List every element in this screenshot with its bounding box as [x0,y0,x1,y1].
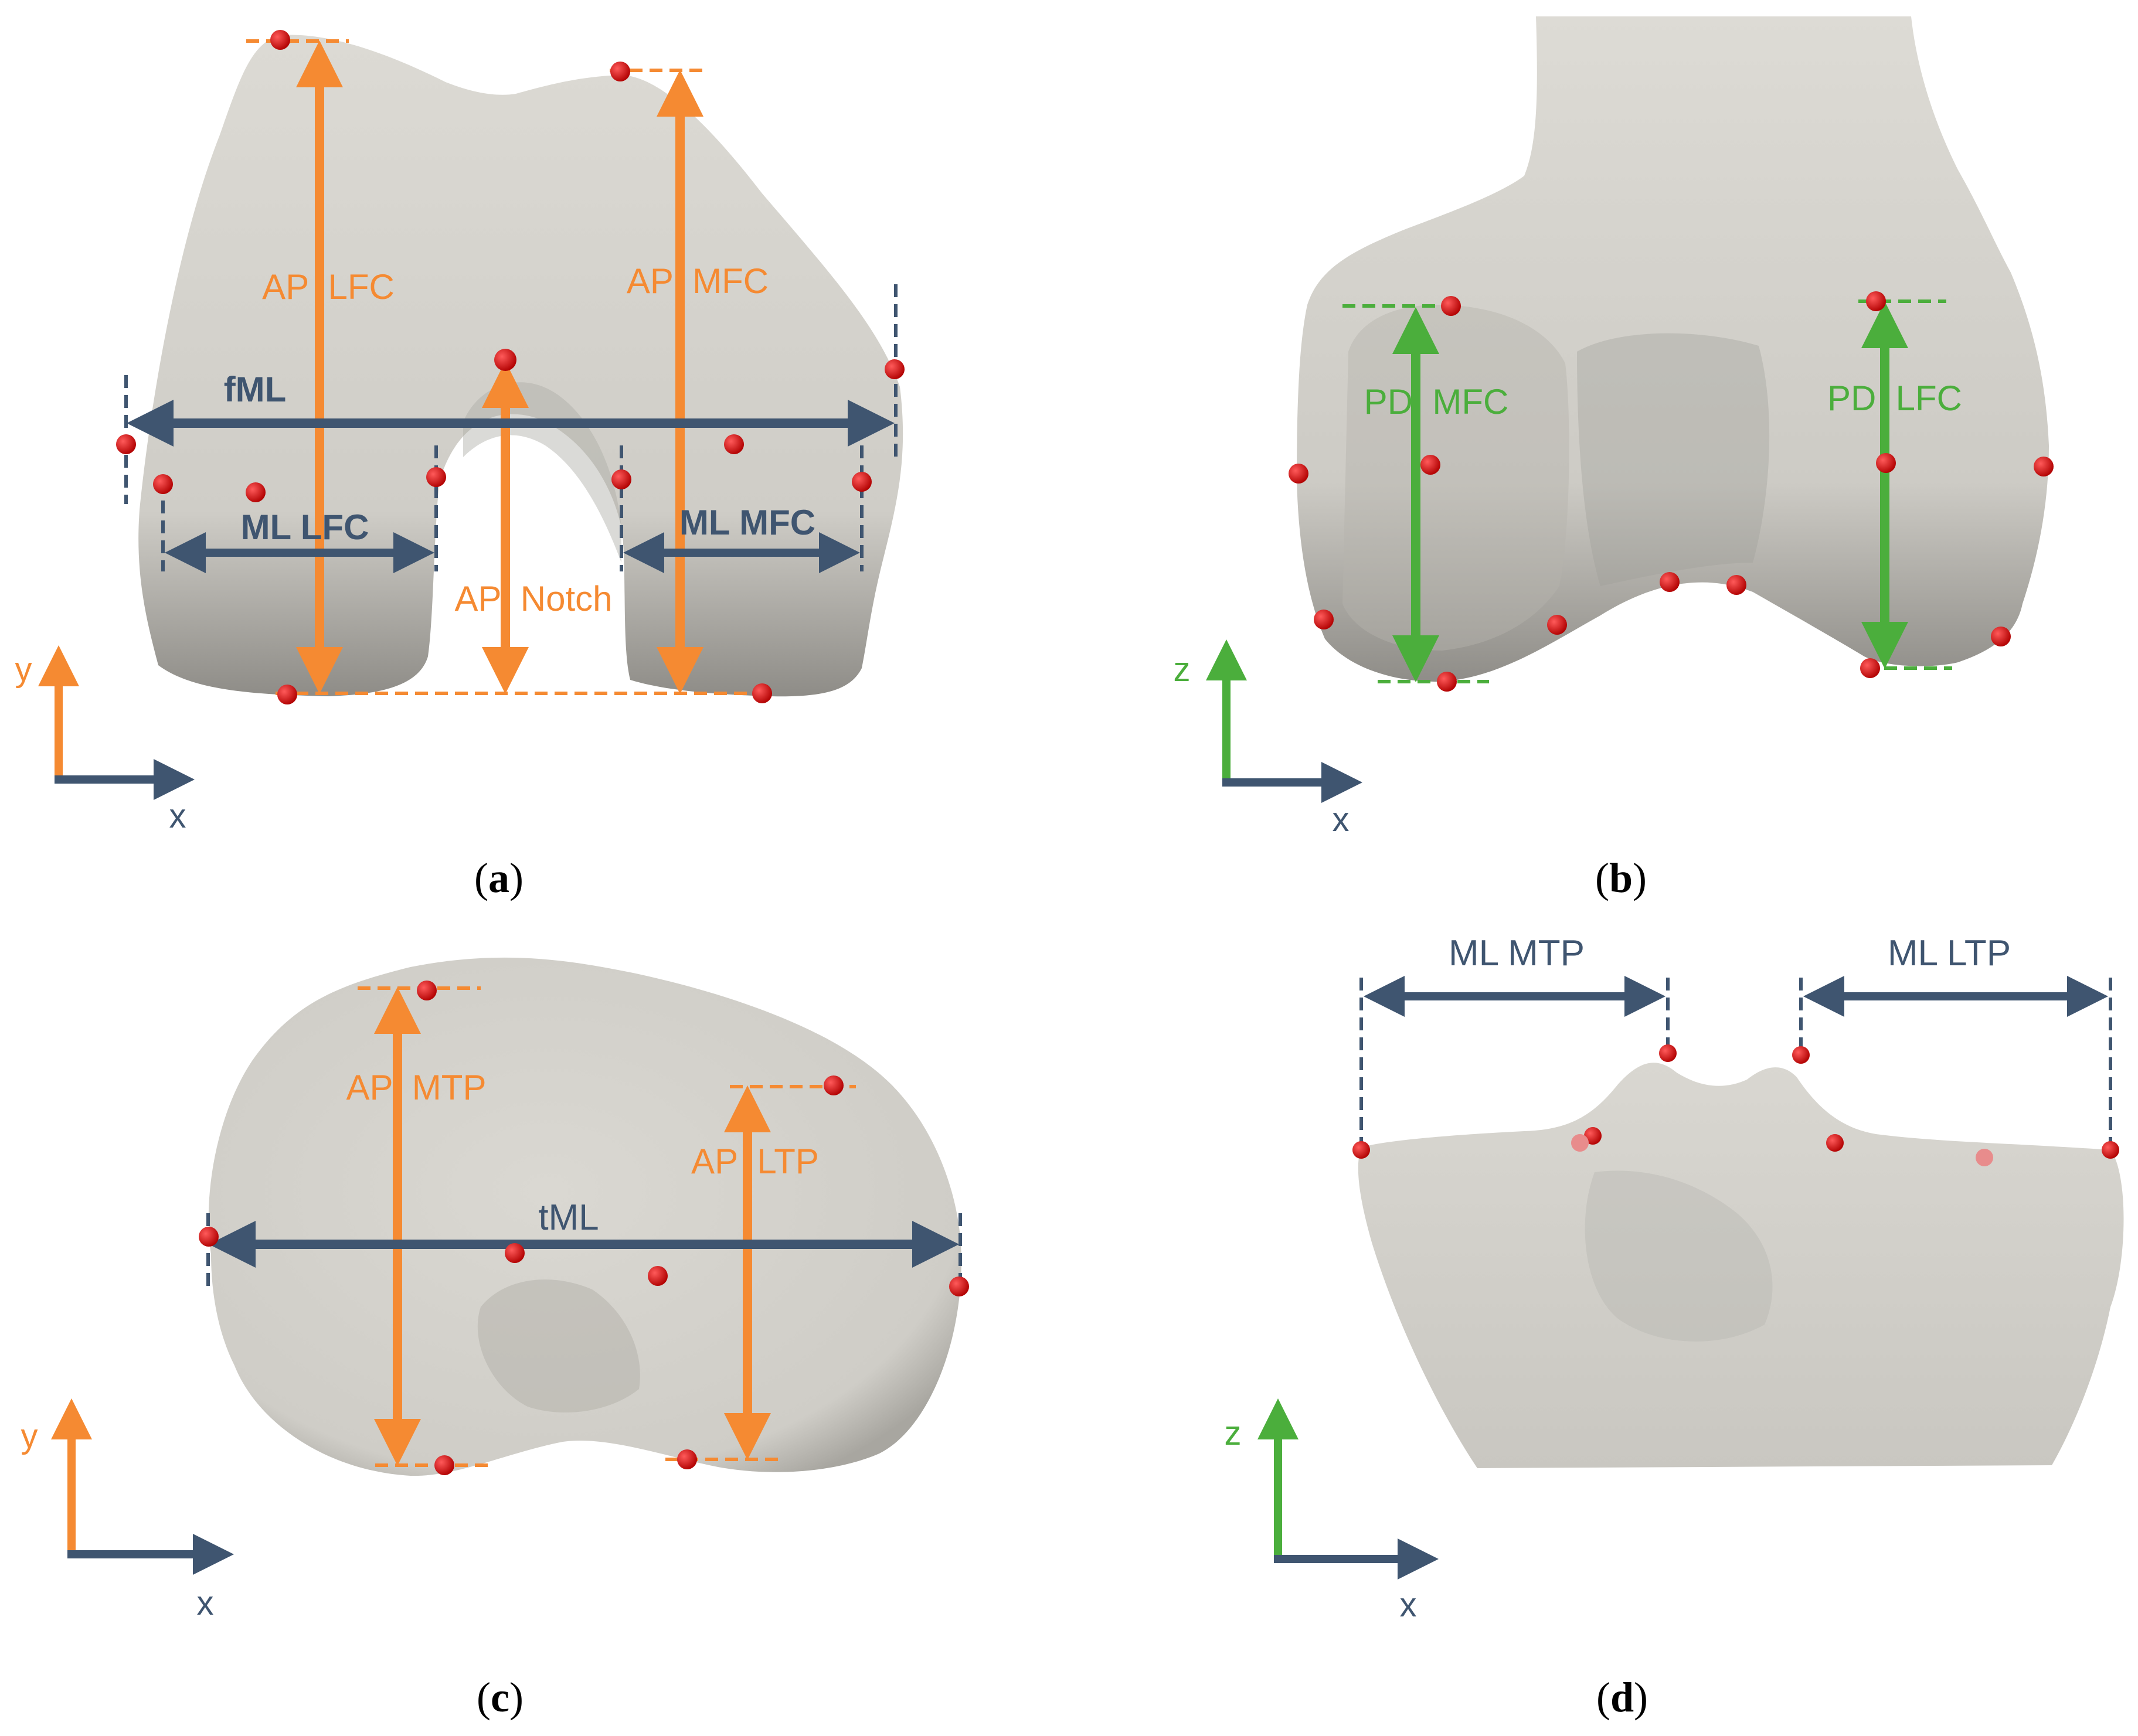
landmark-point-faded [1976,1149,1993,1166]
ap-ltp-label: AP LTP [691,1142,819,1181]
landmark-point [724,434,744,454]
caption-open: ( [1595,855,1609,901]
landmark-point [426,467,446,487]
caption-close: ) [509,855,524,901]
landmark-point [2102,1141,2119,1159]
landmark-point [949,1277,969,1296]
landmark-point [434,1455,454,1475]
landmark-point [852,472,872,492]
x-axis-label: x [169,797,186,835]
landmark-points [1352,1044,2119,1159]
landmark-point [648,1266,668,1286]
landmark-point [1726,575,1746,595]
landmark-point [824,1075,844,1095]
caption-open: ( [474,855,488,901]
landmark-points [199,981,969,1475]
pd-mfc-label: PD MFC [1364,382,1509,421]
landmark-point [611,469,631,489]
landmark-point [1437,672,1457,692]
posterior-condyle-left-shade [1342,305,1569,651]
ml-lfc-label: ML LFC [241,508,369,547]
panel-d: ML MTP ML LTP z x (d) [1225,933,2124,1721]
landmark-point [417,981,437,1000]
ap-mfc-label: AP MFC [627,261,769,301]
landmark-point [1289,464,1308,484]
landmark-point [677,1449,697,1469]
landmark-point [505,1243,525,1263]
caption-c: (c) [477,1674,524,1721]
landmark-point [752,683,772,703]
landmark-point [277,685,297,704]
landmark-point [199,1227,219,1247]
landmark-point [1584,1127,1602,1145]
caption-a: (a) [474,855,524,901]
y-axis-label: y [21,1417,38,1455]
caption-open: ( [1596,1674,1610,1721]
ml-mtp-label: ML MTP [1449,933,1585,973]
tibia-coronal-shade [1585,1170,1773,1342]
panel-c: AP MTP AP LTP tML y x (c) [21,957,969,1721]
caption-letter: d [1610,1674,1634,1721]
z-axis-label: z [1174,651,1191,689]
x-axis-label: x [1400,1586,1417,1624]
x-axis-label: x [1333,801,1350,839]
fml-label: fML [224,370,287,409]
intercondylar-fossa-shade [1577,333,1770,586]
pd-lfc-label: PD LFC [1827,379,1962,418]
ap-notch-label: AP Notch [454,579,612,618]
landmark-point [494,349,516,371]
caption-close: ) [1633,855,1647,901]
caption-close: ) [1634,1674,1648,1721]
landmark-point-faded [1571,1134,1589,1152]
landmark-point [1826,1134,1844,1152]
caption-b: (b) [1595,855,1647,901]
tibia-coronal-bone [1358,1063,2124,1468]
caption-close: ) [509,1674,524,1721]
landmark-point [1660,572,1680,592]
landmark-point [1860,658,1880,678]
panel-a: AP LFC AP MFC AP Notch fML ML LFC ML MFC… [15,30,905,901]
caption-letter: b [1609,855,1633,901]
landmark-point [246,482,266,502]
tml-label: tML [538,1197,599,1238]
landmark-point [116,434,136,454]
femur-posterior-bone [1297,16,2049,682]
landmark-point [1792,1046,1810,1064]
z-axis-label: z [1225,1414,1242,1452]
landmark-point [885,359,905,379]
landmark-point [1991,627,2011,646]
x-axis-label: x [197,1584,214,1622]
ml-ltp-label: ML LTP [1888,933,2011,973]
landmark-point [1314,610,1334,629]
y-axis-label: y [15,651,32,689]
ap-lfc-label: AP LFC [262,267,395,307]
landmark-points [116,30,905,704]
caption-letter: c [491,1674,509,1721]
landmark-point [1876,453,1896,473]
caption-open: ( [477,1674,491,1721]
caption-letter: a [488,855,509,901]
panel-b: PD MFC PD LFC z x (b) [1174,16,2054,901]
landmark-point [1352,1141,1370,1159]
landmark-points [1289,291,2054,692]
landmark-point [1547,615,1567,635]
landmark-point [153,474,173,494]
landmark-point [270,30,290,50]
landmark-point [2034,457,2054,476]
landmark-point [1659,1044,1677,1062]
landmark-point [1866,291,1886,311]
caption-d: (d) [1596,1674,1648,1721]
tibial-intercondylar-shade [477,1279,640,1412]
landmark-point [1441,296,1461,316]
ml-mfc-label: ML MFC [679,503,815,542]
ap-mtp-label: AP MTP [346,1068,487,1107]
landmark-point [1420,455,1440,475]
landmark-point [610,62,630,81]
